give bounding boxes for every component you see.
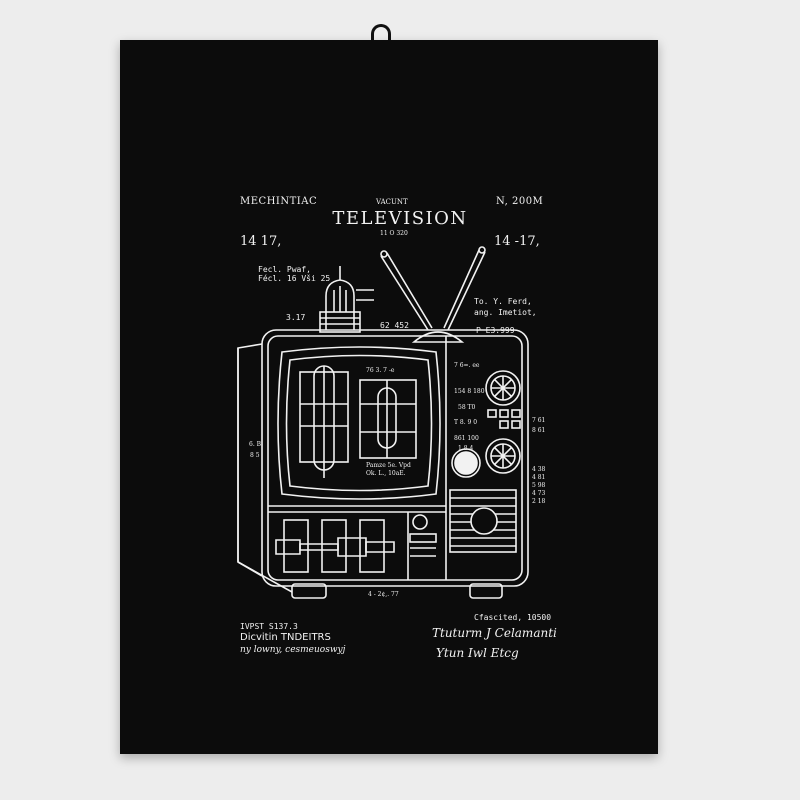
vacuum-tube: [319, 266, 374, 333]
header-right-label: N, 200M: [496, 196, 544, 207]
header-right-number: 14 -17,: [494, 234, 540, 249]
header-left-label: MECHINTIAC: [240, 196, 318, 207]
side-right-label-1: 7 61: [532, 417, 546, 424]
side-right-label-7: 2 18: [532, 498, 546, 505]
tube-number: 3.17: [286, 313, 306, 322]
side-left-label-1: 6. B: [249, 441, 262, 448]
right-label-2: ang. Imetiot,: [474, 308, 537, 317]
antenna: [380, 246, 486, 343]
side-right-label-6: 4 73: [532, 490, 546, 497]
screen-caption-2: Ok. L., 10aE.: [366, 470, 406, 477]
tv-screen: [277, 346, 441, 500]
base-dimension: 4 - 2¢,. 77: [368, 591, 399, 598]
panel-label-1: 7 6=. ee: [454, 362, 480, 369]
base-note: Cfascited, 10500: [474, 613, 552, 622]
screen-number: 76 3. 7 -e: [366, 367, 395, 374]
panel-label-2: 154 8 180: [454, 388, 485, 395]
speaker-grille: [449, 489, 517, 553]
side-right-label-3: 4 38: [532, 466, 546, 473]
page-title: TELEVISION: [332, 208, 468, 229]
footer-line-3: ny lowny, cesmeuoswyj: [240, 645, 346, 655]
footer-line-2: Dicvitin TNDEITRS: [240, 632, 331, 643]
header-left-number: 14 17,: [240, 234, 282, 249]
lower-mechanism: [275, 512, 437, 580]
mid-number: 62 452: [380, 321, 409, 330]
side-right-label-5: 5 98: [532, 482, 546, 489]
screen-caption-1: Pamze 5e. Vpd: [366, 462, 411, 469]
page-subtitle: 11 O 320: [380, 230, 408, 237]
panel-label-3: 58 T0: [458, 404, 476, 411]
signature-1: Ttuturm J Celamanti: [432, 626, 557, 640]
footer-line-1: IVPST S137.3: [240, 622, 298, 631]
control-panel: [451, 370, 521, 478]
panel-label-5: 861 100: [454, 435, 479, 442]
tea-towel: [120, 40, 658, 754]
tube-label-2: Fécl. 16 Vši 25: [258, 274, 331, 283]
tv-feet: [237, 561, 503, 599]
signature-2: Ytun Iwl Etcg: [436, 646, 519, 660]
side-right-label-2: 8 61: [532, 427, 546, 434]
side-left-label-2: 8 5: [250, 452, 260, 459]
right-label-1: To. Y. Ferd,: [474, 297, 532, 306]
tube-label-1: Fecl. Pwaf,: [258, 265, 311, 274]
side-right-label-4: 4 81: [532, 474, 546, 481]
panel-label-4: T 8. 9 0: [454, 419, 478, 426]
hanging-loop: [371, 24, 391, 50]
header-center-label: VACUNT: [376, 198, 408, 206]
